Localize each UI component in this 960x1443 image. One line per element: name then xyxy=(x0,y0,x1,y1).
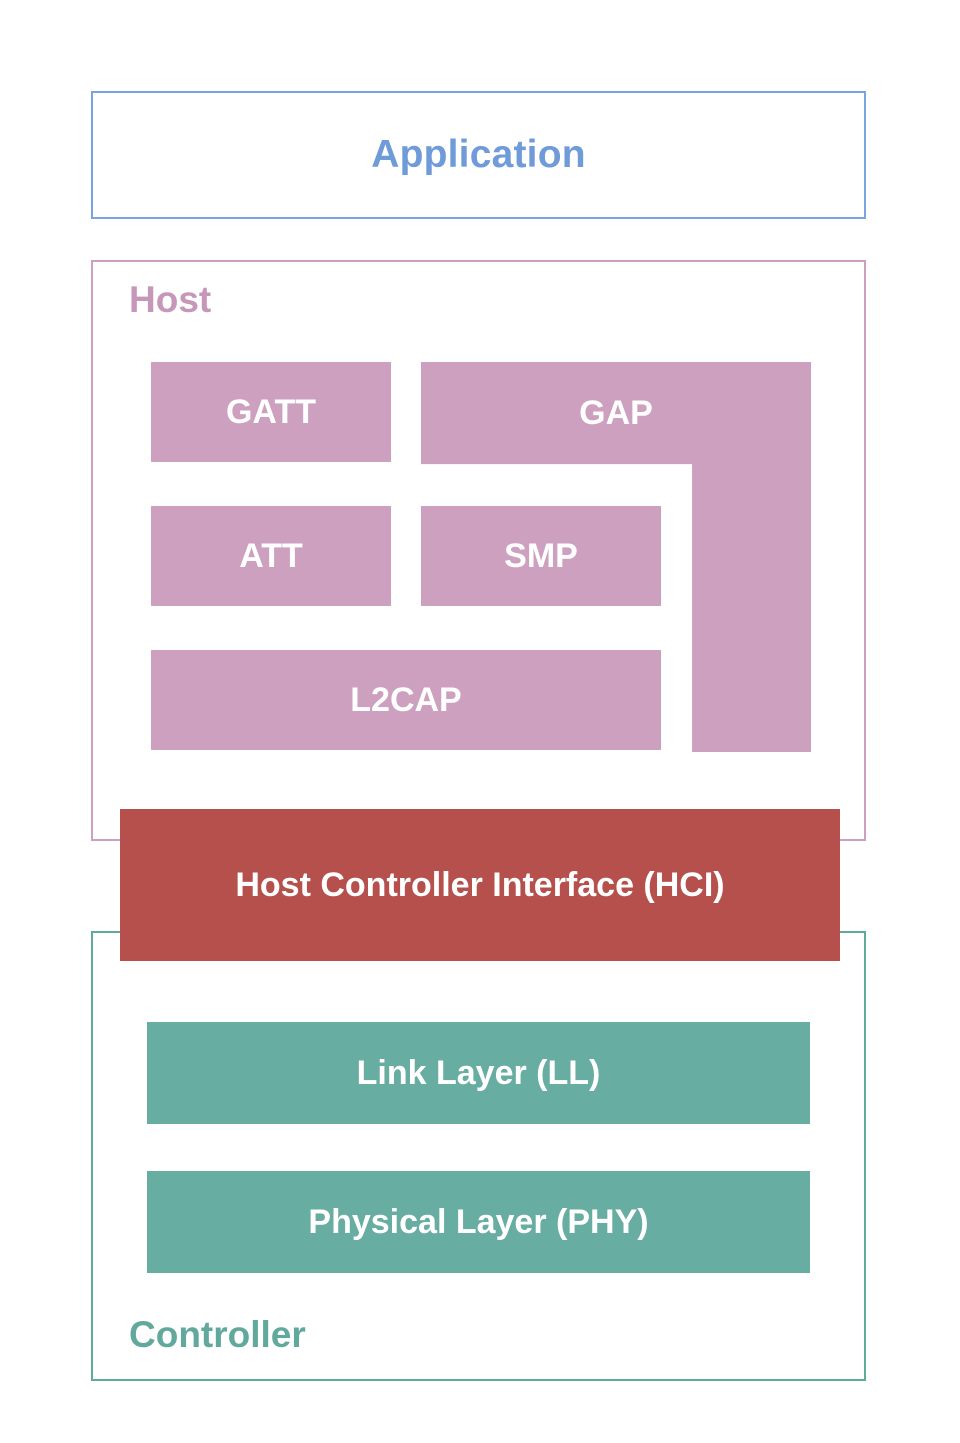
controller-label: Controller xyxy=(129,1314,306,1355)
controller-block-link-layer: Link Layer (LL) xyxy=(147,1022,810,1124)
host-label: Host xyxy=(129,279,212,320)
application-layer-box: Application xyxy=(91,91,866,219)
host-block-att: ATT xyxy=(151,506,391,606)
host-block-smp: SMP xyxy=(421,506,661,606)
host-block-gap-label: GAP xyxy=(579,393,653,432)
application-label: Application xyxy=(371,133,586,176)
host-block-l2cap: L2CAP xyxy=(151,650,661,750)
controller-block-physical-layer: Physical Layer (PHY) xyxy=(147,1171,810,1273)
host-block-gatt: GATT xyxy=(151,362,391,462)
controller-layer-container xyxy=(91,931,866,1381)
host-controller-interface-bar: Host Controller Interface (HCI) xyxy=(120,809,840,961)
